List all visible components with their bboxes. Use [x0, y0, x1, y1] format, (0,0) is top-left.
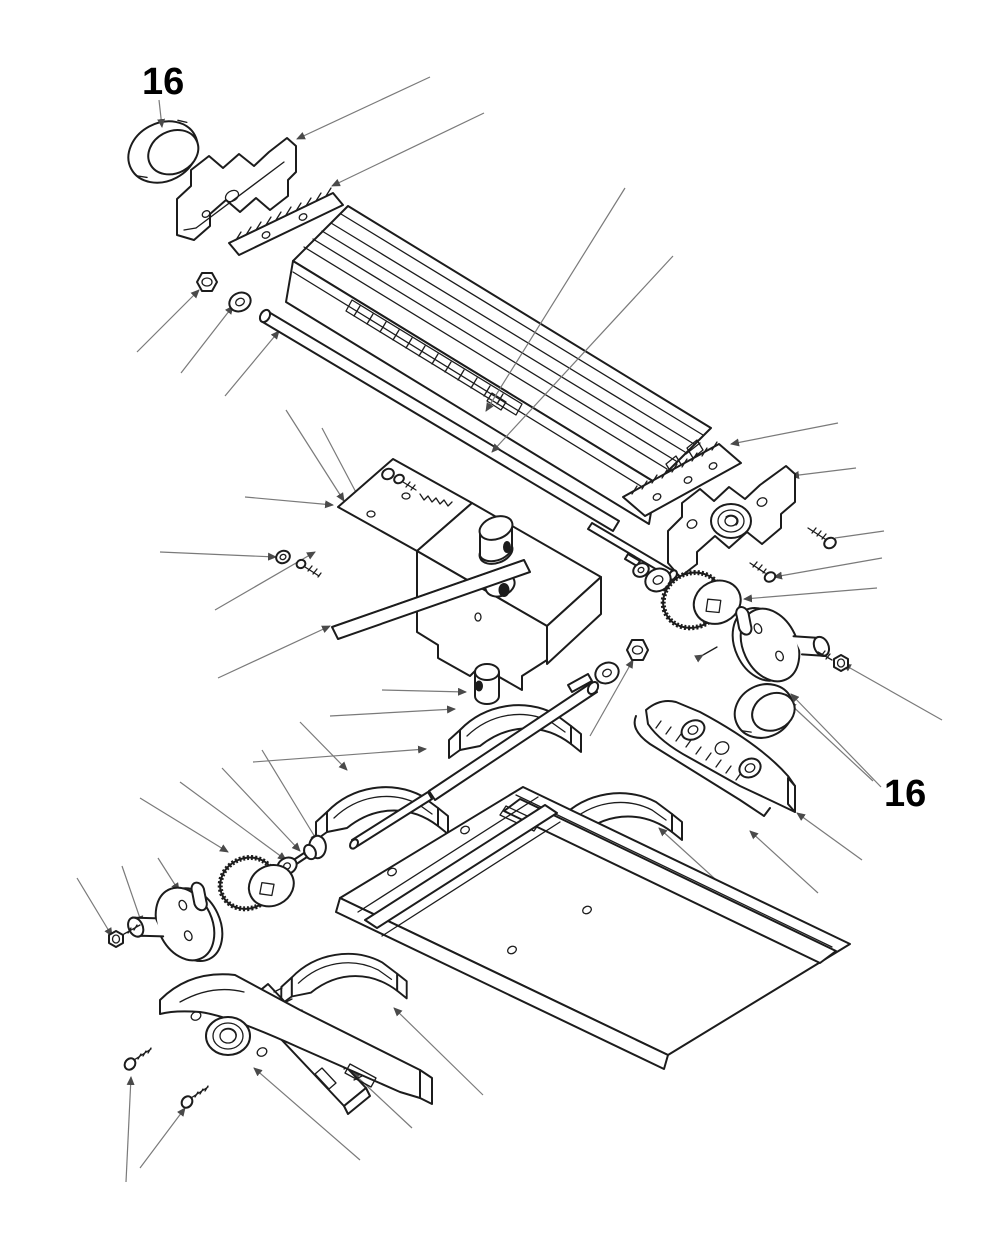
- leader-lines-back: [76, 76, 943, 1183]
- part-number-label: 16: [884, 773, 926, 815]
- chip-guard-left: [315, 786, 449, 841]
- leader-lines-over-table: [485, 187, 674, 453]
- chip-guard-bottom-left: [280, 952, 408, 1006]
- graduated-dial-left: [217, 855, 295, 912]
- label-16-right: 16: [790, 693, 926, 815]
- bearing-bracket-bottom-left: [159, 973, 433, 1105]
- leadscrew-nut-cylinder: [474, 663, 500, 705]
- part-number-label: 16: [142, 61, 184, 103]
- hex-nut-lower-right: [626, 639, 649, 661]
- threaded-stud-lower-right: [567, 646, 718, 693]
- washer-left: [228, 291, 252, 313]
- gib-strip-top-left: [228, 187, 344, 256]
- washer-lower-right: [594, 661, 620, 685]
- handwheel-bolt-left: [108, 924, 141, 948]
- graduated-dial-right: [660, 570, 742, 631]
- hex-nut-left: [196, 272, 218, 292]
- adjust-screws-and-spring: [275, 467, 453, 578]
- bearing-bracket-lower-right: [633, 700, 796, 817]
- cap-knob-top-left: [127, 119, 200, 184]
- base-plate-with-rack: [335, 786, 851, 1070]
- handwheel-left: [127, 881, 224, 962]
- mounting-screws-right: [749, 527, 837, 583]
- handwheel-right: [731, 606, 831, 683]
- table-leadscrew: [258, 308, 620, 532]
- label-16-top: 16: [142, 61, 184, 128]
- t-slot-table: [285, 205, 712, 525]
- end-bracket-right: [667, 465, 796, 578]
- saddle: [331, 458, 602, 691]
- gib-plate-right: [622, 441, 742, 517]
- spacer-washers-right: [587, 522, 678, 593]
- end-bracket-top-left: [176, 137, 297, 241]
- handwheel-bolt-right: [817, 650, 849, 672]
- cap-knob-right: [733, 683, 796, 739]
- cross-leadscrew: [349, 680, 600, 850]
- mounting-screws-bottom-left: [123, 1047, 209, 1109]
